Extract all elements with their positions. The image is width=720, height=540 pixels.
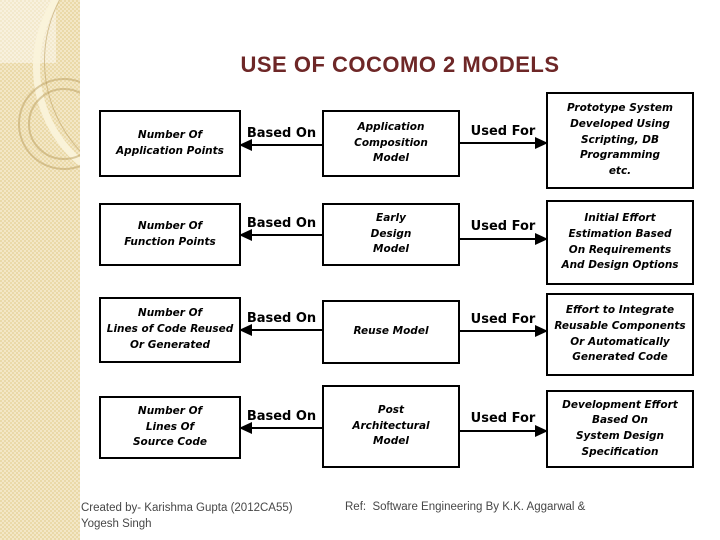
arrowhead-right-icon xyxy=(535,233,548,245)
model-box-reuse: Reuse Model xyxy=(322,300,460,364)
created-by-text: Created by- Karishma Gupta (2012CA55) Yo… xyxy=(81,502,293,530)
used-for-label: Used For xyxy=(470,312,536,327)
used-for-arrow xyxy=(460,137,548,149)
page-title: USE OF COCOMO 2 MODELS xyxy=(240,52,560,77)
used-for-label: Used For xyxy=(470,411,536,426)
based-on-arrow xyxy=(239,229,322,241)
sidebar-decoration xyxy=(0,0,80,540)
arrowhead-right-icon xyxy=(535,137,548,149)
used-for-arrow xyxy=(460,425,548,437)
input-box-function-points: Number Of Function Points xyxy=(99,203,241,266)
reference-text: Ref: Software Engineering By K.K. Aggarw… xyxy=(345,501,586,513)
output-box-initial-effort: Initial Effort Estimation Based On Requi… xyxy=(546,200,694,285)
input-box-application-points: Number Of Application Points xyxy=(99,110,241,177)
arrowhead-left-icon xyxy=(239,422,252,434)
output-box-integration-effort: Effort to Integrate Reusable Components … xyxy=(546,293,694,376)
arrowhead-right-icon xyxy=(535,325,548,337)
arrowhead-left-icon xyxy=(239,229,252,241)
arrowhead-right-icon xyxy=(535,425,548,437)
model-box-application-composition: Application Composition Model xyxy=(322,110,460,177)
used-for-label: Used For xyxy=(470,124,536,139)
used-for-arrow xyxy=(460,233,548,245)
used-for-label: Used For xyxy=(470,219,536,234)
arrowhead-left-icon xyxy=(239,324,252,336)
based-on-label: Based On xyxy=(246,409,317,424)
output-box-prototype-system: Prototype System Developed Using Scripti… xyxy=(546,92,694,189)
based-on-arrow xyxy=(239,422,322,434)
based-on-arrow xyxy=(239,324,322,336)
based-on-label: Based On xyxy=(246,216,317,231)
based-on-arrow xyxy=(239,139,322,151)
input-box-lines-of-code-reused: Number Of Lines of Code Reused Or Genera… xyxy=(99,297,241,363)
model-box-early-design: Early Design Model xyxy=(322,203,460,266)
input-box-lines-of-source-code: Number Of Lines Of Source Code xyxy=(99,396,241,459)
used-for-arrow xyxy=(460,325,548,337)
based-on-label: Based On xyxy=(246,311,317,326)
based-on-label: Based On xyxy=(246,126,317,141)
arrowhead-left-icon xyxy=(239,139,252,151)
output-box-development-effort: Development Effort Based On System Desig… xyxy=(546,390,694,468)
model-box-post-architectural: Post Architectural Model xyxy=(322,385,460,468)
